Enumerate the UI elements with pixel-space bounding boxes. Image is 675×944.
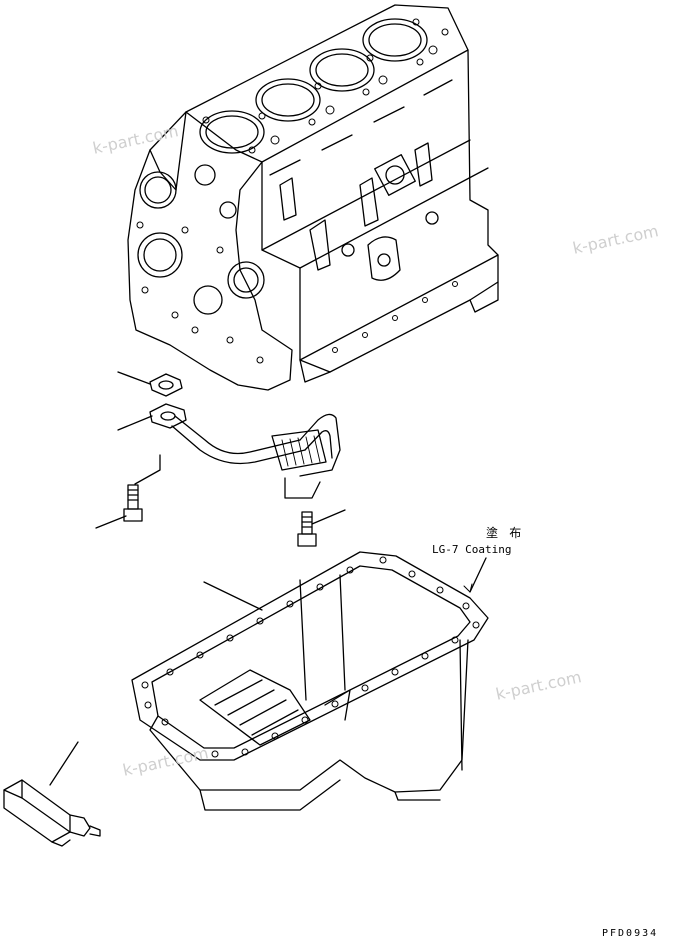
drain-plug xyxy=(3,741,101,847)
oil-suction-pipe xyxy=(117,403,341,477)
part-code: PFD0934 xyxy=(602,928,659,939)
oil-pan xyxy=(131,551,489,811)
bolt-left xyxy=(95,454,161,529)
bolt-right xyxy=(284,477,346,547)
coating-label-en: LG-7 Coating xyxy=(432,543,512,556)
coating-label-jp: 塗 布 xyxy=(486,526,524,540)
coating-leader xyxy=(463,557,487,593)
gasket xyxy=(117,371,183,397)
cylinder-block xyxy=(127,4,499,391)
